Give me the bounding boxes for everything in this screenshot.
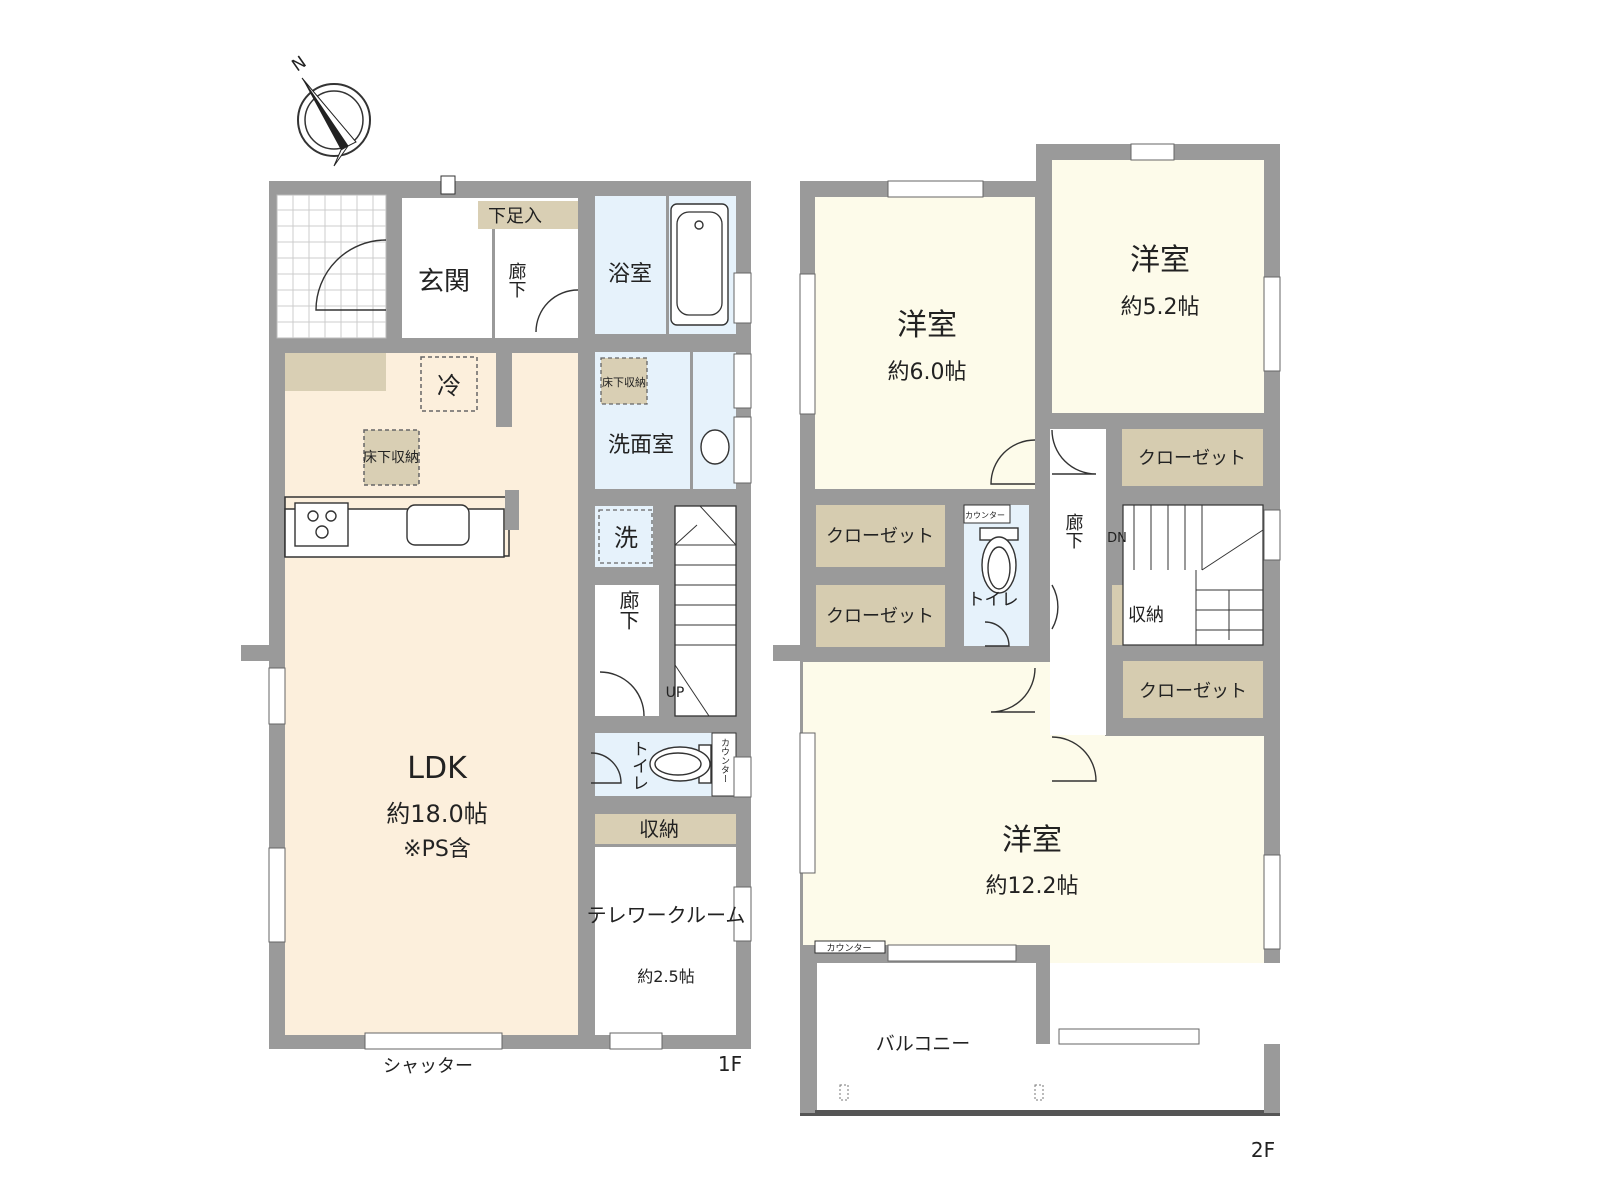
floor-1f	[241, 175, 752, 1050]
ldk-size: 約18.0帖	[386, 800, 487, 828]
underfloor-1-name: 床下収納	[602, 375, 646, 389]
shutter-label: シャッター	[383, 1056, 473, 1077]
closet-4-name: クローゼット	[1139, 681, 1247, 702]
counter-2f-label: カウンター	[826, 943, 871, 954]
bath-name: 浴室	[608, 262, 652, 287]
laundry-name: 洗	[614, 524, 638, 552]
telework-size: 約2.5帖	[637, 967, 694, 986]
hall-2f-name: 廊下	[1063, 513, 1084, 549]
stairs-up-label: UP	[666, 685, 685, 701]
balcony-name: バルコニー	[876, 1033, 971, 1055]
shoe-storage-name: 下足入	[488, 206, 542, 227]
western-a-name: 洋室	[897, 308, 957, 343]
stairs-dn-label: DN	[1107, 531, 1127, 546]
western-a-size: 約6.0帖	[888, 360, 967, 385]
floor-1f-label: 1F	[718, 1052, 742, 1076]
fridge-name: 冷	[437, 372, 461, 400]
ldk-note: ※PS含	[403, 837, 471, 862]
storage-1f-name: 収納	[639, 817, 679, 841]
western-c-size: 約12.2帖	[986, 874, 1079, 899]
telework-name: テレワークルーム	[587, 903, 746, 927]
western-b-name: 洋室	[1130, 243, 1190, 278]
entrance-name: 玄関	[418, 267, 470, 297]
underfloor-2-name: 床下収納	[363, 450, 419, 466]
north-arrow-icon: N	[288, 52, 371, 167]
hall-top-name: 廊下	[506, 262, 527, 298]
closet-1-name: クローゼット	[826, 526, 934, 547]
washroom-name: 洗面室	[608, 433, 674, 458]
ldk-name: LDK	[407, 751, 468, 786]
compass-label: N	[288, 52, 310, 76]
closet-2-name: クローゼット	[826, 606, 934, 627]
toilet-2f-name: トイレ	[968, 590, 1019, 610]
hall-mid-name: 廊下	[616, 590, 640, 630]
storage-2f-name: 収納	[1128, 605, 1164, 626]
toilet-1f-counter: カウンター	[719, 738, 730, 783]
floor-2f	[773, 143, 1281, 1116]
western-b-size: 約5.2帖	[1121, 295, 1200, 320]
floor-2f-label: 2F	[1251, 1138, 1275, 1162]
western-c-name: 洋室	[1002, 823, 1062, 858]
toilet-1f-name: トイレ	[628, 740, 648, 791]
closet-3-name: クローゼット	[1138, 448, 1246, 469]
toilet-2f-counter: カウンター	[965, 511, 1005, 520]
